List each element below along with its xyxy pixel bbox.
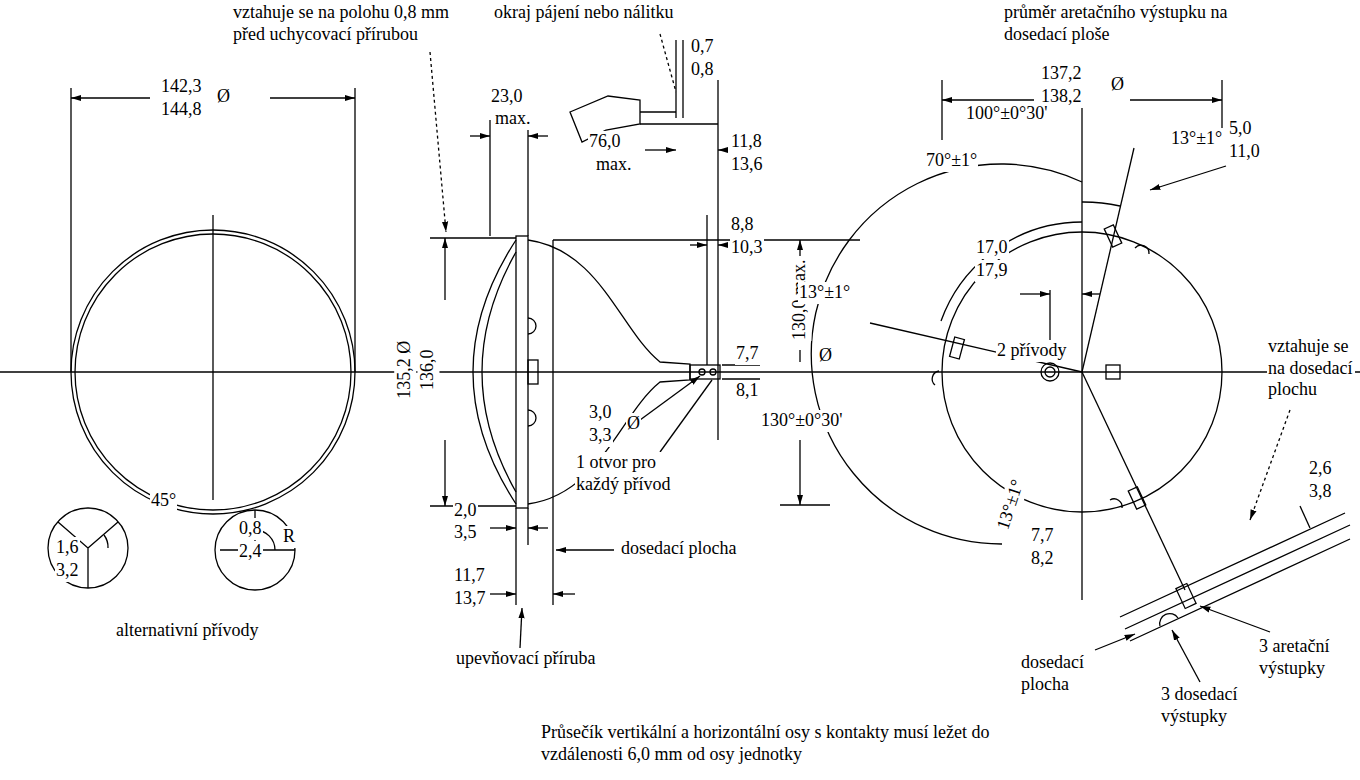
dimension-text: 136,0 (417, 349, 439, 392)
note-text: dosedací plocha (1020, 652, 1102, 695)
dimension-text: max. (494, 108, 532, 130)
dimension-text: 10,3 (730, 237, 764, 259)
dimension-text: 8,8 (730, 214, 755, 236)
dimension-text: 11,0 (1228, 141, 1261, 163)
dimension-text: 3,5 (453, 522, 478, 544)
dimension-text: 13°±1° (798, 282, 851, 304)
dimension-text: 5,0 (1228, 118, 1253, 140)
dimension-text: 0,7 (690, 36, 715, 58)
note-text: Průsečík vertikální a horizontální osy s… (540, 722, 992, 765)
dimension-text: max. (595, 154, 633, 176)
dimension-text: 144,8 (160, 99, 203, 121)
dimension-text: 7,7 (1030, 525, 1055, 547)
dimension-text: 8,1 (735, 380, 760, 402)
dimension-text: Ø (626, 413, 641, 435)
dimension-text: 13,6 (730, 154, 764, 176)
dimension-text: 70°±1° (925, 150, 978, 172)
dimension-text: 13,7 (453, 588, 487, 610)
note-text: vztahuje se na polohu 0,8 mm před uchyco… (232, 2, 474, 45)
dimension-text: 135,2 Ø (394, 340, 416, 400)
dimension-text: 11,7 (453, 565, 486, 587)
dimension-text: 2,6 (1308, 458, 1333, 480)
note-text: alternativní přívody (115, 620, 259, 642)
note-text: dosedací plocha (620, 538, 737, 560)
dimension-text: Ø (1110, 74, 1125, 96)
note-text: okraj pájení nebo nálitku (493, 2, 674, 24)
dimension-text: 17,9 (975, 260, 1009, 282)
dimension-text: 45° (150, 490, 177, 512)
dimension-text: 130°±0°30' (760, 410, 844, 432)
dimension-text: 7,7 (735, 343, 760, 365)
dimension-text: 11,8 (730, 131, 763, 153)
dimension-text: 76,0 (588, 131, 622, 153)
dimension-text: R (282, 526, 296, 548)
dimension-text: 1,6 (55, 537, 80, 559)
dimension-text: 3,3 (588, 425, 613, 447)
dimension-text: 17,0 (975, 237, 1009, 259)
dimension-text: 0,8 (238, 518, 263, 540)
dimension-text: Ø (818, 345, 833, 367)
note-text: 3 aretační výstupky (1258, 636, 1355, 679)
note-text: upevňovací příruba (455, 648, 596, 670)
dimension-text: 8,2 (1030, 548, 1055, 570)
dimension-text: 3,0 (588, 402, 613, 424)
dimension-text: 13°±1° (1170, 128, 1223, 150)
note-text: 1 otvor pro každý přívod (575, 452, 702, 495)
dimension-text: 2,4 (238, 541, 263, 563)
dimension-text: 142,3 (160, 76, 203, 98)
dimension-text: 3,2 (55, 560, 80, 582)
dimension-text: 0,8 (690, 59, 715, 81)
dimension-text: 100°±0°30' (965, 103, 1049, 125)
dimension-text: 13°±1° (992, 476, 1029, 533)
dimension-text: 3,8 (1308, 481, 1333, 503)
note-text: průměr aretačního výstupku na dosedací p… (1003, 2, 1270, 45)
note-text: 3 dosedací výstupky (1160, 684, 1257, 727)
dimension-text: 2,0 (453, 500, 478, 522)
dimension-text: Ø (216, 86, 231, 108)
dimension-text: 23,0 (490, 86, 524, 108)
note-text: vztahuje se na dosedací plochu (1267, 336, 1355, 401)
note-text: 2 přívody (996, 340, 1068, 362)
dimension-text: 137,2 (1040, 63, 1083, 85)
